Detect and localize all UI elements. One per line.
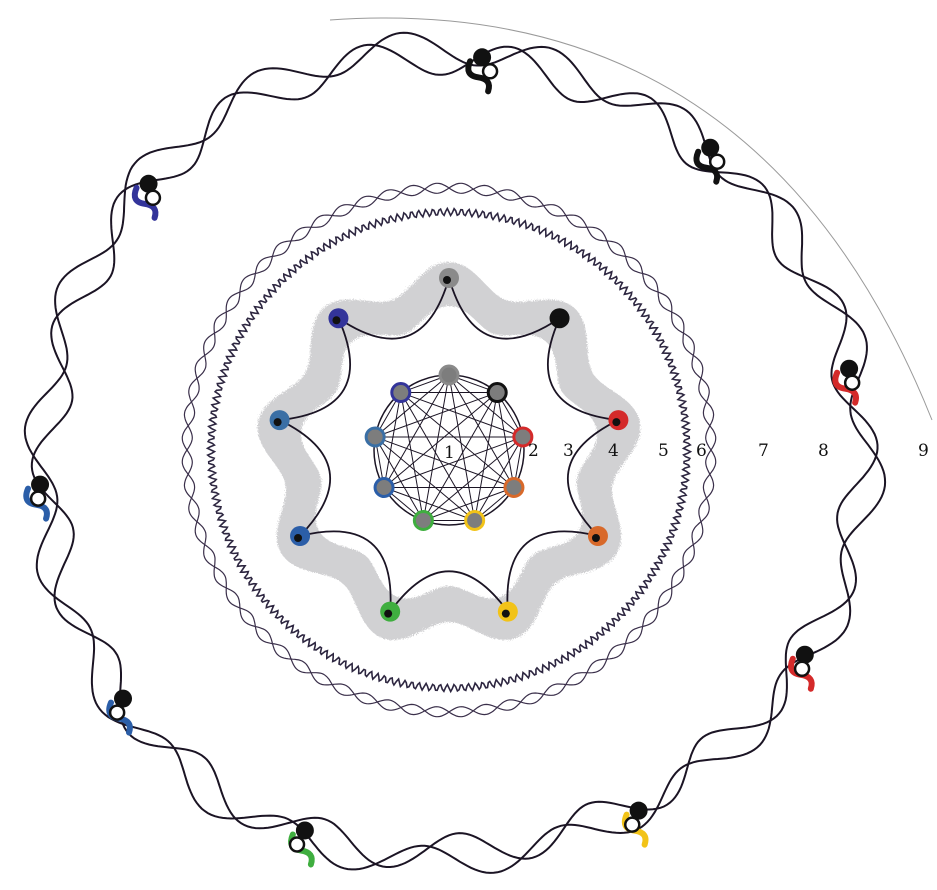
middle-node-dot bbox=[332, 316, 340, 324]
graph-edge bbox=[423, 437, 523, 521]
outer-loop bbox=[710, 155, 724, 169]
ring-label-7: 7 bbox=[758, 441, 769, 461]
inner-node bbox=[505, 479, 523, 497]
ring-label-5: 5 bbox=[658, 441, 669, 461]
inner-node bbox=[440, 366, 458, 384]
ring-label-8: 8 bbox=[818, 441, 829, 461]
inner-node bbox=[488, 384, 506, 402]
outer-loop bbox=[625, 818, 639, 832]
middle-node-dot bbox=[554, 316, 562, 324]
inner-node bbox=[375, 479, 393, 497]
ring-label-2: 2 bbox=[528, 441, 539, 461]
middle-node-dot bbox=[592, 534, 600, 542]
inner-node bbox=[392, 384, 410, 402]
middle-node-dot bbox=[502, 610, 510, 618]
outer-guide-arc bbox=[330, 18, 932, 420]
middle-node-dot bbox=[384, 610, 392, 618]
outer-knot bbox=[840, 360, 858, 378]
outer-loop bbox=[483, 64, 497, 78]
inner-node bbox=[414, 511, 432, 529]
middle-node-dot bbox=[612, 418, 620, 426]
graph-edge bbox=[375, 437, 475, 521]
middle-node-dot bbox=[443, 276, 451, 284]
middle-node-dot bbox=[274, 418, 282, 426]
outer-loop bbox=[795, 662, 809, 676]
inner-node bbox=[466, 511, 484, 529]
ring-label-6: 6 bbox=[696, 441, 707, 461]
inner-node bbox=[366, 428, 384, 446]
ring-label-9: 9 bbox=[918, 441, 929, 461]
outer-loop bbox=[31, 492, 45, 506]
outer-loop bbox=[845, 376, 859, 390]
outer-loop bbox=[146, 191, 160, 205]
ring-label-3: 3 bbox=[563, 441, 574, 461]
outer-ring bbox=[25, 33, 885, 873]
outer-loop bbox=[290, 837, 304, 851]
middle-node-dot bbox=[294, 534, 302, 542]
outer-loop bbox=[110, 706, 124, 720]
ring-label-4: 4 bbox=[608, 441, 619, 461]
outer-wave-a bbox=[25, 33, 885, 873]
ring-label-1: 1 bbox=[444, 443, 455, 463]
